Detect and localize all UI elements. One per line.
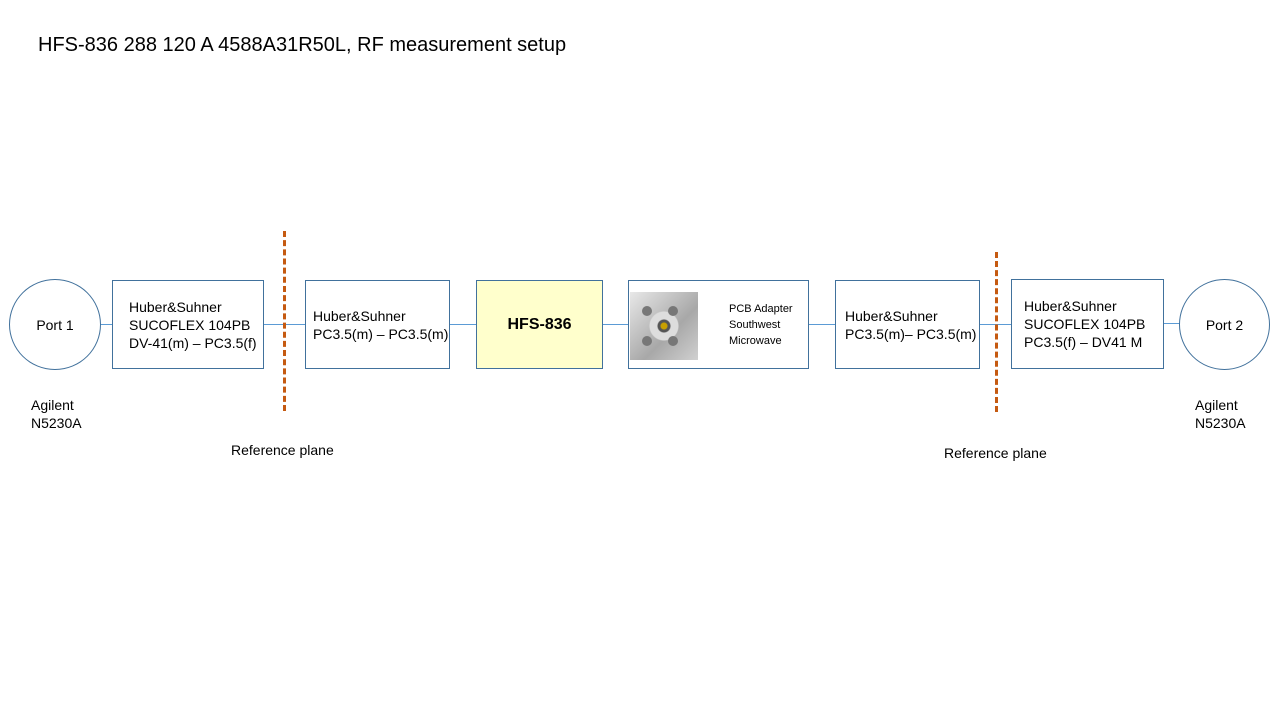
caption-line: N5230A <box>1195 415 1246 431</box>
reference-plane-left <box>283 231 286 411</box>
reference-plane-right <box>995 252 998 412</box>
port-2-label: Port 2 <box>1205 316 1244 333</box>
box-line: Huber&Suhner <box>129 298 222 315</box>
dut-box: HFS-836 <box>476 280 603 369</box>
port-1: Port 1 <box>9 279 101 370</box>
reference-plane-left-label: Reference plane <box>231 442 334 458</box>
caption-line: N5230A <box>31 415 82 431</box>
box-line: Huber&Suhner <box>313 307 406 324</box>
caption-line: Agilent <box>1195 397 1238 413</box>
connection-line <box>1163 323 1180 324</box>
connection-line <box>602 324 628 325</box>
connection-line <box>808 324 835 325</box>
caption-line: Agilent <box>31 397 74 413</box>
box-line: PC3.5(m) – PC3.5(m) <box>313 325 449 342</box>
box-line: DV-41(m) – PC3.5(f) <box>129 334 257 351</box>
diagram-title: HFS-836 288 120 A 4588A31R50L, RF measur… <box>38 34 567 56</box>
box-line: PC3.5(m)– PC3.5(m) <box>845 325 977 342</box>
dut-label: HFS-836 <box>507 315 572 333</box>
port-1-label: Port 1 <box>36 316 74 333</box>
box-line: Microwave <box>729 334 782 347</box>
reference-plane-right-label: Reference plane <box>944 445 1047 461</box>
box-line: SUCOFLEX 104PB <box>1024 316 1146 332</box>
pcb-adapter-photo <box>630 292 698 360</box>
box-line: Huber&Suhner <box>845 307 938 324</box>
box-line: PC3.5(f) – DV41 M <box>1024 334 1143 350</box>
connection-line <box>449 324 476 325</box>
port-2: Port 2 <box>1179 279 1270 370</box>
box-line: Huber&Suhner <box>1024 298 1117 314</box>
box-line: PCB Adapter <box>729 302 793 315</box>
box-line: SUCOFLEX 104PB <box>129 316 251 333</box>
connection-line <box>101 324 112 325</box>
box-line: Southwest <box>729 318 781 331</box>
